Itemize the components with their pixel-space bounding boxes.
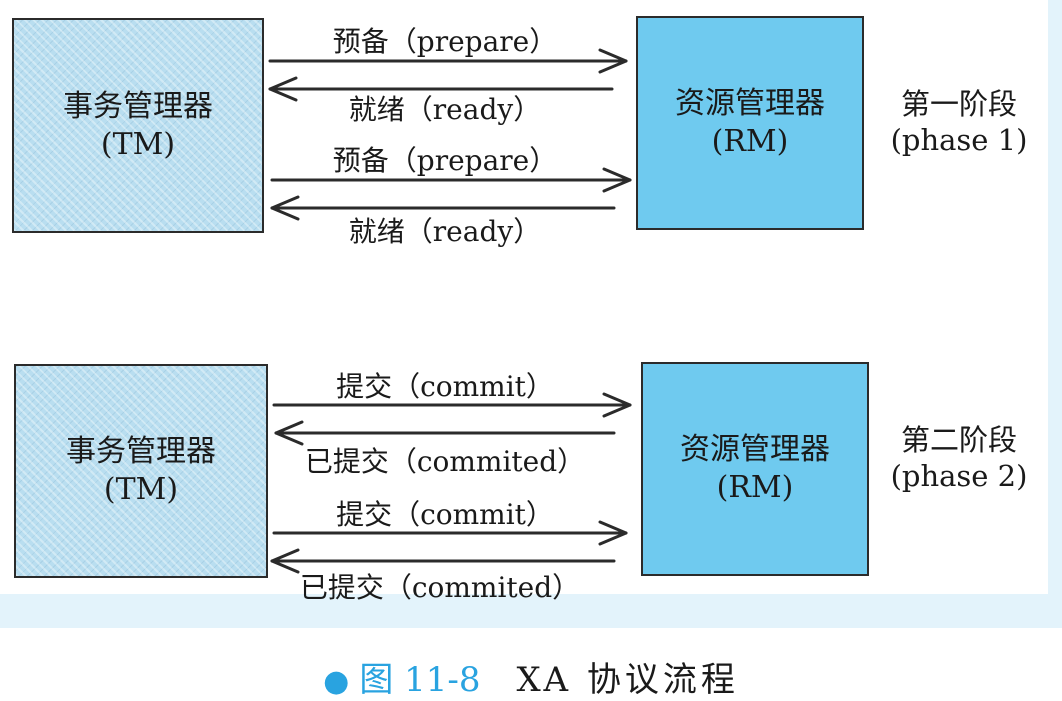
phase1-en: (phase 1) (890, 123, 1028, 157)
phase2-name: 第二阶段 (900, 423, 1017, 457)
arrow-label-commit-2: 提交（commit） (336, 498, 554, 531)
phase1-label: 第一阶段 (phase 1) (884, 86, 1034, 158)
rm-name: 资源管理器 (675, 86, 825, 121)
arrow-label-prepare-2: 预备（prepare） (332, 144, 558, 177)
arrow-label-prepare-1: 预备（prepare） (332, 25, 558, 58)
arrow-label-commit-1: 提交（commit） (336, 370, 554, 403)
figure-caption: ● 图 11-8 XA 协议流程 (0, 652, 1062, 701)
arrow-left-ready-1 (268, 76, 614, 102)
rm-abbr: (RM) (716, 470, 794, 505)
arrow-label-commited-1: 已提交（commited） (304, 445, 586, 478)
diagram-panel: 事务管理器 (TM) 资源管理器 (RM) 预备（prepare） 就绪（rea… (0, 0, 1062, 628)
arrow-right-commit-1 (272, 392, 632, 418)
arrow-right-commit-2 (272, 520, 628, 546)
rm-abbr: (RM) (711, 124, 789, 159)
arrow-right-prepare-2 (270, 167, 632, 193)
arrow-label-ready-2: 就绪（ready） (348, 215, 542, 248)
arrow-left-commited-2 (270, 548, 616, 574)
figure-title: XA 协议流程 (516, 660, 739, 700)
phase2-label: 第二阶段 (phase 2) (884, 422, 1034, 494)
rm-box-phase2: 资源管理器 (RM) (641, 362, 869, 576)
rm-name: 资源管理器 (680, 432, 830, 467)
bullet-icon: ● (323, 664, 350, 699)
rm-box-phase1: 资源管理器 (RM) (636, 16, 864, 230)
phase1-name: 第一阶段 (900, 87, 1017, 121)
tm-abbr: (TM) (100, 126, 176, 162)
arrows-layer (268, 48, 632, 574)
panel-edge-right (1048, 0, 1062, 628)
arrow-label-ready-1: 就绪（ready） (348, 93, 542, 126)
arrow-label-commited-2: 已提交（commited） (299, 571, 581, 604)
arrow-left-ready-2 (270, 195, 616, 221)
tm-name: 事务管理器 (63, 88, 213, 124)
arrow-right-prepare-1 (268, 48, 628, 74)
figure-number: 图 11-8 (359, 660, 481, 700)
tm-box-phase2: 事务管理器 (TM) (14, 364, 268, 578)
tm-name: 事务管理器 (66, 434, 216, 469)
phase2-en: (phase 2) (890, 459, 1028, 493)
tm-box-phase1: 事务管理器 (TM) (12, 18, 264, 233)
tm-abbr: (TM) (103, 472, 179, 507)
arrow-left-commited-1 (274, 420, 616, 446)
panel-edge-bottom (0, 594, 1062, 628)
